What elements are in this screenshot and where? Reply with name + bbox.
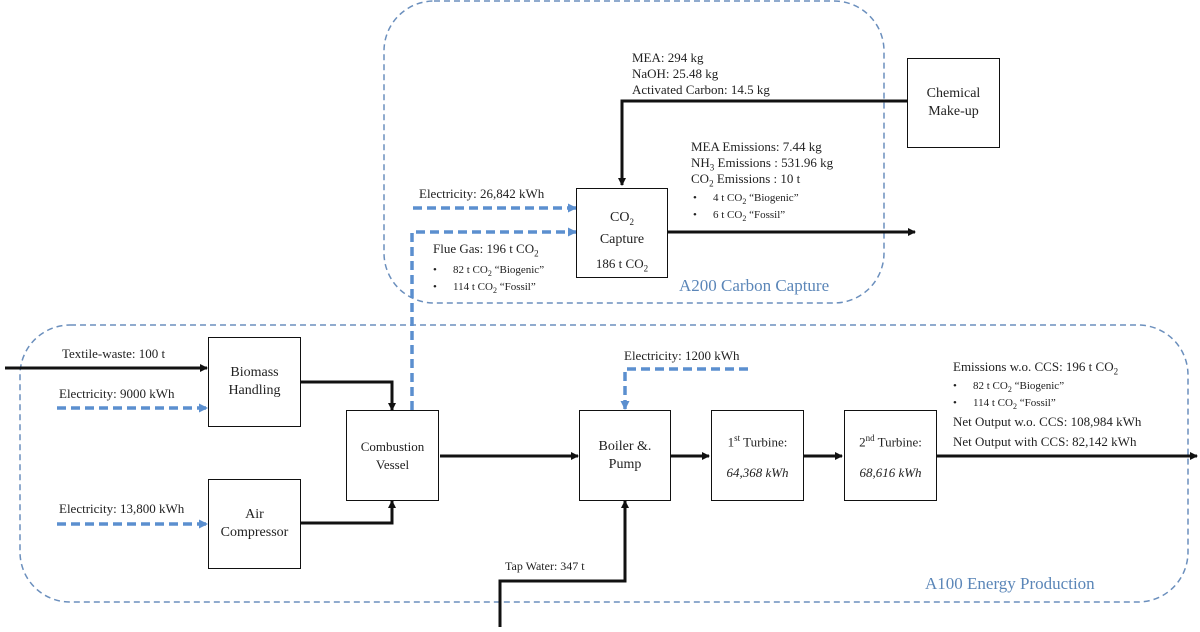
flow-chemical-makeup-arrow (618, 99, 907, 186)
electricity-air-label: Electricity: 13,800 kWh (59, 501, 185, 516)
area-a200-carbon-capture-boundary (383, 0, 885, 304)
co2-capture-label-line2: Capture (599, 231, 645, 247)
unit-combustion-vessel[interactable]: Combustion Vessel (346, 410, 439, 501)
tap-water-label: Tap Water: 347 t (505, 559, 585, 573)
turbine-1-output: 64,368 kWh (726, 464, 789, 480)
unit-turbine-2[interactable]: 2nd Turbine: 68,616 kWh (844, 410, 937, 501)
nh3-emissions-label: NH3 Emissions : 531.96 kg (691, 155, 834, 173)
flue-gas-fossil-item: •114 t CO2 “Fossil” (433, 281, 536, 296)
flow-electricity-boiler-arrow (620, 367, 748, 410)
air-compressor-label-line1: Air (245, 507, 264, 522)
turbine-1-label: 1st Turbine: (727, 433, 788, 450)
chemical-activated-carbon-label: Activated Carbon: 14.5 kg (632, 82, 770, 97)
air-compressor-label-line2: Compressor (220, 525, 289, 540)
chemical-makeup-label-line1: Chemical (926, 86, 981, 101)
mea-emissions-label: MEA Emissions: 7.44 kg (691, 139, 822, 154)
flow-flue-gas-arrow (410, 227, 577, 410)
area-a100-title: A100 Energy Production (925, 574, 1095, 593)
textile-waste-label: Textile-waste: 100 t (62, 346, 166, 361)
electricity-biomass-label: Electricity: 9000 kWh (59, 386, 175, 401)
net-output-without-ccs-label: Net Output w.o. CCS: 108,984 kWh (953, 414, 1142, 429)
unit-turbine-1[interactable]: 1st Turbine: 64,368 kWh (711, 410, 804, 501)
flue-gas-label: Flue Gas: 196 t CO2 (433, 241, 539, 259)
electricity-boiler-label: Electricity: 1200 kWh (624, 348, 740, 363)
unit-air-compressor[interactable]: Air Compressor (208, 479, 301, 569)
chemical-mea-label: MEA: 294 kg (632, 50, 704, 65)
emissions-fossil-item: •114 t CO2 “Fossil” (953, 397, 1056, 412)
unit-boiler-pump[interactable]: Boiler &. Pump (579, 410, 671, 501)
flue-gas-biogenic-item: •82 t CO2 “Biogenic” (433, 264, 545, 279)
capture-emissions-fossil-item: •6 t CO2 “Fossil” (693, 209, 786, 224)
emissions-without-ccs-label: Emissions w.o. CCS: 196 t CO2 (953, 359, 1119, 377)
unit-co2-capture[interactable]: CO2 Capture 186 t CO2 (576, 188, 668, 278)
combustion-vessel-label-line2: Vessel (375, 456, 410, 472)
area-a200-title: A200 Carbon Capture (679, 276, 830, 295)
flow-air-to-combustion-arrow (300, 500, 396, 525)
area-a100-energy-production-boundary (19, 324, 1189, 603)
chemical-makeup-label-line2: Make-up (928, 104, 979, 119)
unit-chemical-makeup[interactable]: Chemical Make-up (907, 58, 1000, 148)
unit-biomass-handling[interactable]: Biomass Handling (208, 337, 301, 427)
biomass-handling-label-line1: Biomass (230, 365, 279, 380)
flow-tap-water-arrow (498, 500, 629, 627)
biomass-handling-label-line2: Handling (228, 383, 281, 398)
turbine-2-output: 68,616 kWh (859, 464, 922, 480)
net-output-with-ccs-label: Net Output with CCS: 82,142 kWh (953, 434, 1137, 449)
turbine-2-label: 2nd Turbine: (859, 433, 922, 450)
emissions-biogenic-item: •82 t CO2 “Biogenic” (953, 380, 1065, 395)
co2-capture-label-line1: CO2 (610, 210, 634, 227)
combustion-vessel-label-line1: Combustion (360, 438, 425, 454)
co2-emissions-label: CO2 Emissions : 10 t (691, 171, 801, 189)
co2-captured-amount: 186 t CO2 (595, 255, 649, 274)
flow-biomass-to-combustion-arrow (300, 380, 396, 411)
electricity-capture-label: Electricity: 26,842 kWh (419, 186, 545, 201)
boiler-pump-label-line1: Boiler &. (598, 438, 652, 454)
boiler-pump-label-line2: Pump (608, 456, 642, 472)
chemical-naoh-label: NaOH: 25.48 kg (632, 66, 719, 81)
capture-emissions-biogenic-item: •4 t CO2 “Biogenic” (693, 192, 799, 207)
